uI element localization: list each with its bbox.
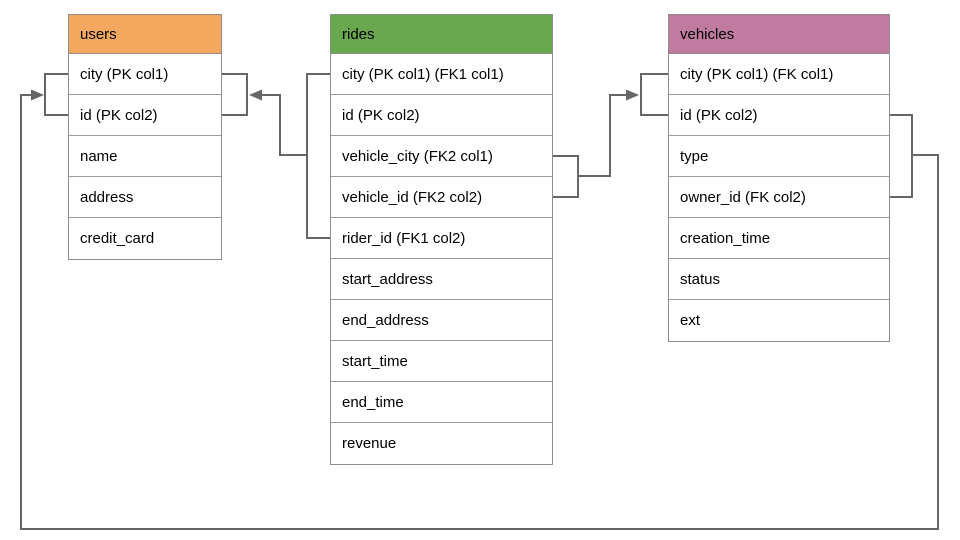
- vehicles-right-fk-bracket[interactable]: [889, 114, 913, 198]
- table-row[interactable]: vehicle_city (FK2 col1): [331, 136, 552, 177]
- table-row[interactable]: name: [69, 136, 221, 177]
- table-row[interactable]: id (PK col2): [669, 95, 889, 136]
- table-rides[interactable]: rides city (PK col1) (FK1 col1)id (PK co…: [330, 14, 553, 465]
- table-row[interactable]: owner_id (FK col2): [669, 177, 889, 218]
- rides-right-fk2-bracket[interactable]: [552, 155, 579, 198]
- vehicles-left-key-bracket[interactable]: [640, 73, 669, 116]
- table-row[interactable]: end_address: [331, 300, 552, 341]
- table-row[interactable]: id (PK col2): [331, 95, 552, 136]
- table-row[interactable]: status: [669, 259, 889, 300]
- fk2-arrowhead-icon: [626, 89, 639, 101]
- table-vehicles-rows: city (PK col1) (FK col1)id (PK col2)type…: [669, 54, 889, 341]
- table-row[interactable]: start_address: [331, 259, 552, 300]
- table-vehicles[interactable]: vehicles city (PK col1) (FK col1)id (PK …: [668, 14, 890, 342]
- users-right-key-bracket[interactable]: [221, 73, 248, 116]
- table-row[interactable]: revenue: [342, 435, 397, 452]
- table-row[interactable]: city (PK col1): [69, 54, 221, 95]
- table-row[interactable]: city (PK col1) (FK col1): [669, 54, 889, 95]
- table-row[interactable]: credit_card: [80, 230, 155, 247]
- table-row[interactable]: start_time: [331, 341, 552, 382]
- table-row[interactable]: creation_time: [669, 218, 889, 259]
- table-row[interactable]: end_time: [331, 382, 552, 423]
- table-users-header[interactable]: users: [69, 15, 221, 54]
- table-row[interactable]: ext: [680, 312, 701, 329]
- fk2-connector-rides-to-vehicles[interactable]: [578, 94, 636, 177]
- table-row[interactable]: vehicle_id (FK2 col2): [331, 177, 552, 218]
- fk1-connector-rides-to-users[interactable]: [252, 94, 307, 156]
- rides-left-fk1-bracket[interactable]: [306, 73, 331, 239]
- table-row[interactable]: type: [669, 136, 889, 177]
- table-row[interactable]: rider_id (FK1 col2): [331, 218, 552, 259]
- table-vehicles-header[interactable]: vehicles: [669, 15, 889, 54]
- table-row[interactable]: address: [69, 177, 221, 218]
- table-rides-rows: city (PK col1) (FK1 col1)id (PK col2)veh…: [331, 54, 552, 464]
- table-rides-header[interactable]: rides: [331, 15, 552, 54]
- table-row[interactable]: id (PK col2): [69, 95, 221, 136]
- fk-arrowhead-icon: [31, 89, 44, 101]
- table-row[interactable]: city (PK col1) (FK1 col1): [331, 54, 552, 95]
- users-left-key-bracket[interactable]: [44, 73, 69, 116]
- fk1-arrowhead-icon: [249, 89, 262, 101]
- fk-connector-vehicles-to-users[interactable]: [20, 94, 939, 530]
